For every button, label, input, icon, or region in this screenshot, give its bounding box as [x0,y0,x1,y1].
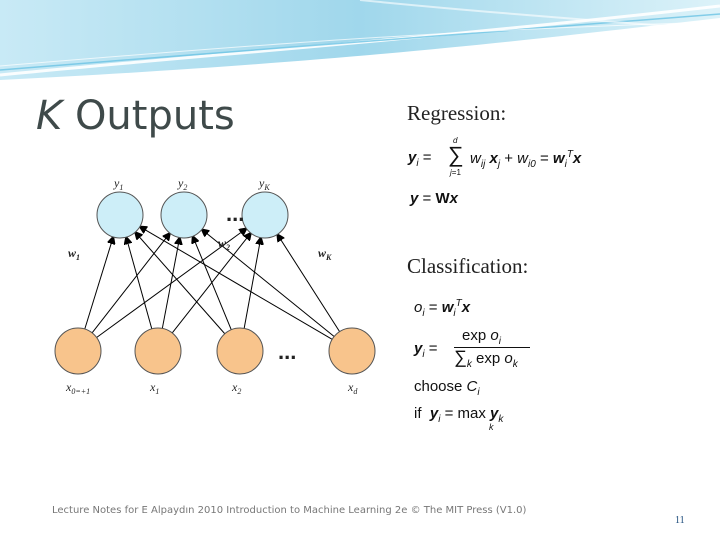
output-label: y2 [177,176,187,192]
regression-formula-1: yi = d ∑ j=1 wij xj + wi0 = wiTx [408,136,582,177]
weight-edge [84,237,113,330]
input-node [134,327,182,375]
regression-heading: Regression: [407,101,507,125]
weight-edge [161,238,179,329]
input-label: x0=+1 [65,380,90,396]
weight-edge [202,229,335,337]
weight-edge [243,238,261,329]
classification-if: if yi = max yk k [414,405,504,432]
input-label: xd [347,380,358,396]
network-diagram: y1 y2 yK x0=+1 x1 x2 xd w1 w2 wK...... [54,165,390,405]
regression-formula-2: y = Wx [410,190,458,207]
input-node [216,327,264,375]
output-node [160,191,208,239]
input-node [328,327,376,375]
weight-edge [126,237,153,329]
input-label: x1 [149,380,159,396]
page-number: 11 [675,515,685,526]
weight-edge [140,227,333,340]
weight-edge [277,234,341,332]
input-node [54,327,102,375]
classification-formula-1: oi = wiTx [414,298,471,319]
title-rest: Outputs [62,93,235,139]
weight-label: wK [318,246,332,262]
classification-choose: choose Ci [414,378,480,398]
input-layer [54,327,376,375]
classification-formula-2: yi = exp oi ∑k exp ok [414,327,534,371]
output-layer [96,191,289,239]
footer-credit: Lecture Notes for E Alpaydın 2010 Introd… [52,505,527,516]
title-k: K [36,93,63,139]
weight-edge [135,232,226,335]
input-label: x2 [231,380,241,396]
ellipsis-inputs: ... [278,339,296,364]
classification-heading: Classification: [407,254,529,278]
weight-edge [91,233,170,334]
output-node [241,191,289,239]
network-edges [84,227,341,340]
ellipsis-outputs: ... [226,201,244,226]
header-banner [0,0,720,80]
weight-label: w2 [218,236,230,252]
output-node [96,191,144,239]
output-label: y1 [113,176,123,192]
network-labels: y1 y2 yK x0=+1 x1 x2 xd w1 w2 wK...... [65,176,358,396]
weight-label: w1 [68,246,80,262]
weight-edge [193,236,232,330]
slide-title: K Outputs [36,92,235,140]
output-label: yK [258,176,270,192]
